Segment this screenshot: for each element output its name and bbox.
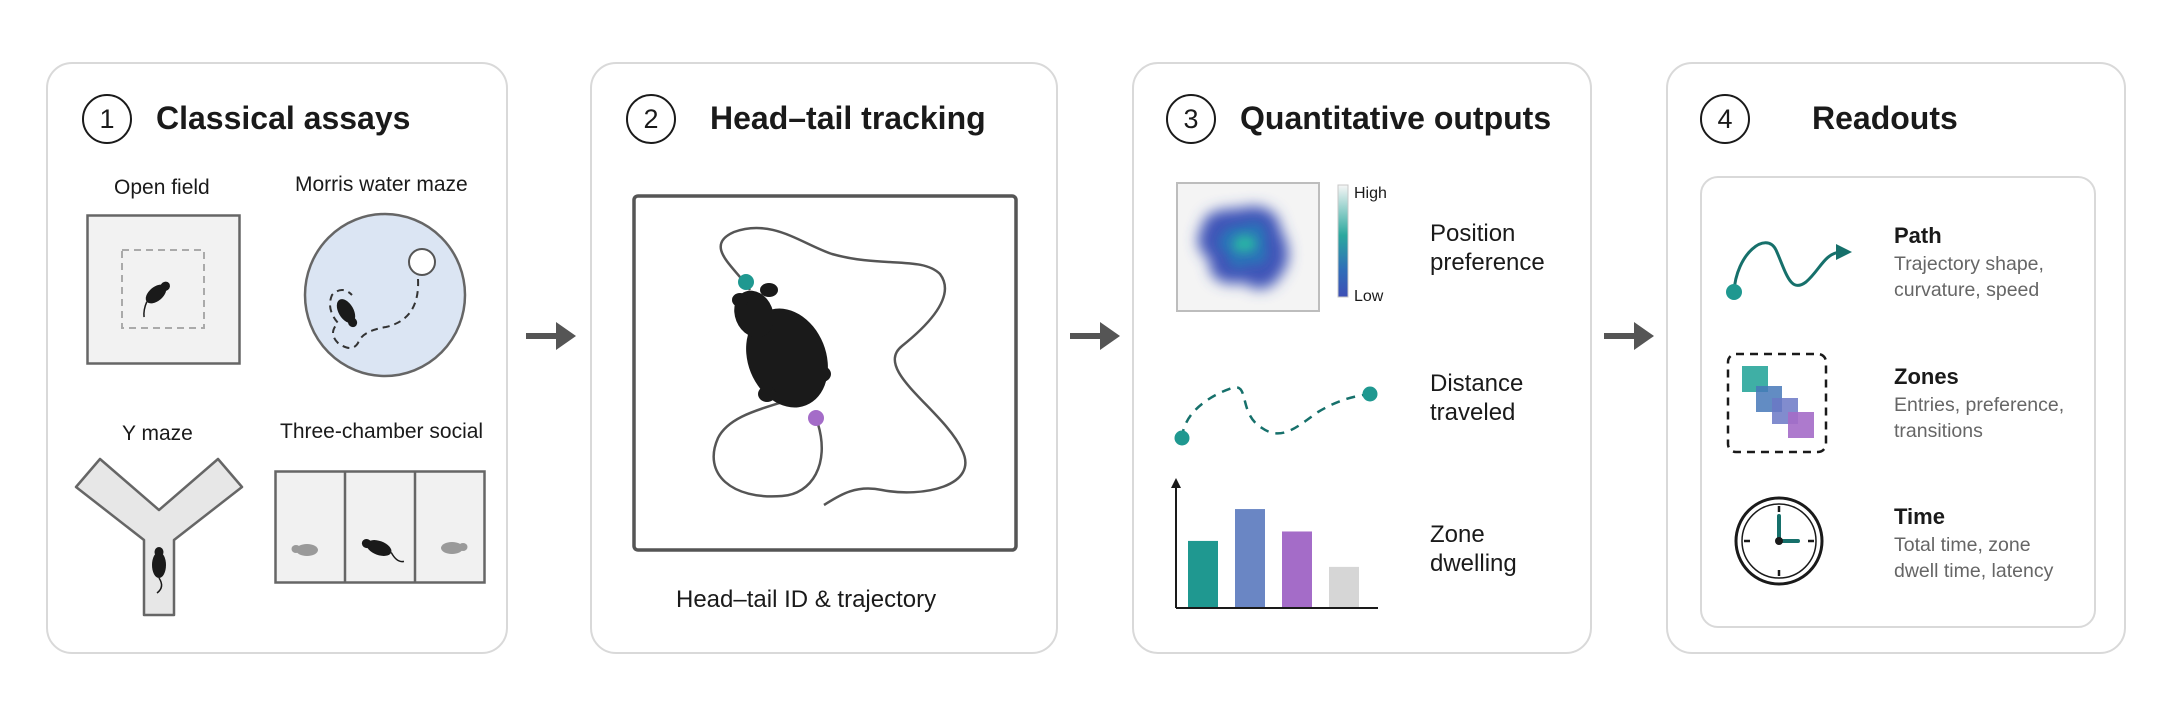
readout-title-time: Time xyxy=(1894,504,1945,529)
clock-icon xyxy=(1734,496,1824,586)
zone-bar-4 xyxy=(1329,566,1359,607)
head-keypoint xyxy=(738,274,754,290)
heatmap-colorbar xyxy=(1337,184,1349,298)
distance-path xyxy=(1174,386,1378,446)
panel-classical-assays: 1 Classical assays Open field Morris wat… xyxy=(46,62,508,654)
panel-title: Readouts xyxy=(1812,100,1958,136)
readouts-card xyxy=(1700,176,2096,628)
position-heatmap xyxy=(1176,182,1320,312)
readout-desc-path: Trajectory shape, curvature, speed xyxy=(1894,253,2044,301)
flow-arrow-2-to-3 xyxy=(1070,322,1120,350)
panel-title: Quantitative outputs xyxy=(1240,100,1552,136)
mouse-icon xyxy=(143,281,170,318)
y-maze xyxy=(74,457,244,617)
panel-head-tail-tracking: 2 Head–tail tracking Head–tail ID & traj… xyxy=(590,62,1058,654)
zone-bar-3 xyxy=(1282,531,1312,607)
flow-arrow-1-to-2 xyxy=(526,322,576,350)
output-label-distance-traveled: Distance traveled xyxy=(1430,370,1524,426)
panel-quantitative-outputs: 3 Quantitative outputs High Low xyxy=(1132,62,1592,654)
step-number-1: 1 xyxy=(82,94,132,144)
open-field-arena xyxy=(86,214,241,365)
tracking-caption: Head–tail ID & trajectory xyxy=(676,586,937,613)
readout-desc-time: Total time, zone dwell time, latency xyxy=(1894,534,2054,582)
trajectory-line xyxy=(719,226,967,507)
panel-title: Head–tail tracking xyxy=(710,100,986,136)
zone-dwelling-bar-chart xyxy=(1171,478,1378,609)
water-maze-pool xyxy=(303,212,467,378)
path-icon xyxy=(1726,241,1852,300)
mouse-icon xyxy=(336,299,358,328)
output-label-position-preference: Position preference xyxy=(1430,220,1545,276)
assay-label-open-field: Open field xyxy=(114,176,210,199)
hidden-platform xyxy=(408,248,436,276)
colorbar-low-label: Low xyxy=(1354,288,1384,305)
readout-desc-zones: Entries, preference, transitions xyxy=(1894,394,2065,442)
zone-bar-1 xyxy=(1188,540,1218,607)
assay-label-three-chamber-social: Three-chamber social xyxy=(280,420,484,443)
panel-readouts: 4 Readouts Path Trajectory shape, curvat… xyxy=(1666,62,2126,654)
mouse-icon xyxy=(152,547,166,594)
output-label-zone-dwelling: Zone dwelling xyxy=(1430,521,1517,577)
zones-icon xyxy=(1726,352,1828,454)
tail-keypoint xyxy=(808,410,824,426)
zone-bar-2 xyxy=(1235,509,1265,607)
readout-title-path: Path xyxy=(1894,223,1942,248)
assay-label-morris-water-maze: Morris water maze xyxy=(295,173,468,196)
flow-arrow-3-to-4 xyxy=(1604,322,1654,350)
colorbar-high-label: High xyxy=(1354,185,1387,202)
readout-title-zones: Zones xyxy=(1894,364,1959,389)
mouse-body-icon xyxy=(732,283,831,408)
step-number-4: 4 xyxy=(1700,94,1750,144)
assay-label-y-maze: Y maze xyxy=(122,422,193,445)
step-number-3: 3 xyxy=(1166,94,1216,144)
step-number-2: 2 xyxy=(626,94,676,144)
three-chamber-apparatus xyxy=(274,470,486,584)
tracking-arena xyxy=(632,194,1018,552)
panel-title: Classical assays xyxy=(156,100,411,136)
